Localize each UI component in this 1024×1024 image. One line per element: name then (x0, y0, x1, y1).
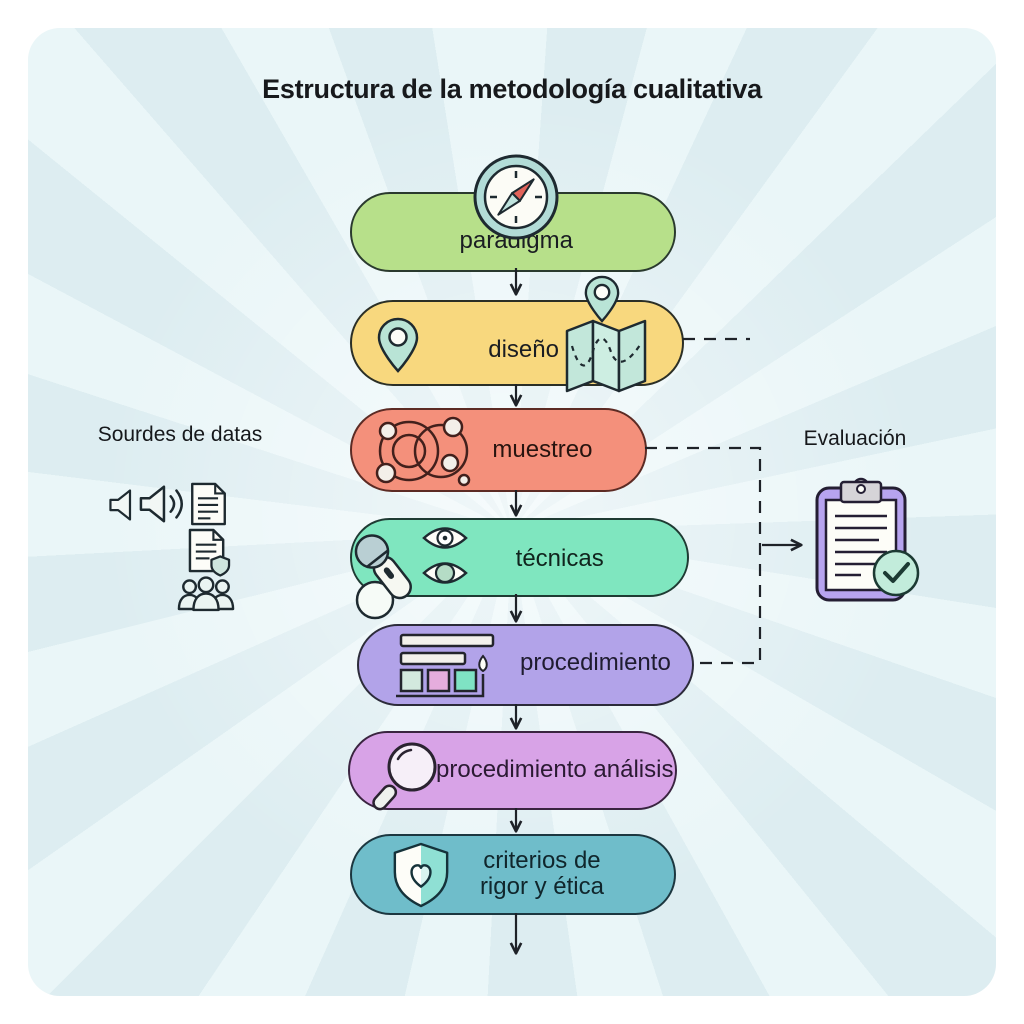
eye-icon (422, 524, 468, 552)
compass-icon (471, 152, 561, 242)
node-label: diseño (488, 335, 559, 363)
node-label: procedimiento análisis (436, 755, 674, 783)
location-pin-icon (584, 275, 620, 323)
magnifier-icon (370, 739, 448, 811)
node-procedimiento-analisis: procedimiento análisis (348, 731, 677, 811)
node-paradigma: paradigma (350, 192, 676, 272)
node-criterios: criterios de rigor y ética (350, 834, 676, 915)
speaker-icon (108, 488, 135, 522)
layout-table-icon (395, 633, 500, 699)
node-label-line2: rigor y ética (479, 873, 604, 901)
node-procedimiento: procedimiento (357, 624, 694, 706)
data-sources-label: Sourdes de datas (97, 423, 263, 446)
document-icon (190, 482, 227, 526)
evaluation-label: Evaluación (803, 427, 907, 450)
people-icon (177, 576, 235, 612)
microphone-icon (348, 526, 424, 620)
node-label: procedimiento (520, 648, 671, 676)
node-label: técnicas (515, 545, 604, 572)
node-label: muestreo (492, 436, 593, 463)
node-label: criterios de rigor y ética (432, 846, 652, 902)
speaker-waves-icon (139, 481, 187, 527)
page-title: Estructura de la metodología cualitativa (262, 74, 762, 104)
shield-heart-icon (390, 842, 452, 908)
location-pin-icon (377, 317, 419, 373)
clipboard-check-icon (813, 476, 921, 604)
eye-icon (422, 558, 468, 588)
network-circles-icon (364, 412, 479, 490)
document-shield-icon (188, 528, 231, 577)
node-muestreo: muestreo (350, 408, 647, 492)
node-label-line1: criterios de (483, 846, 601, 874)
map-icon (565, 318, 647, 394)
